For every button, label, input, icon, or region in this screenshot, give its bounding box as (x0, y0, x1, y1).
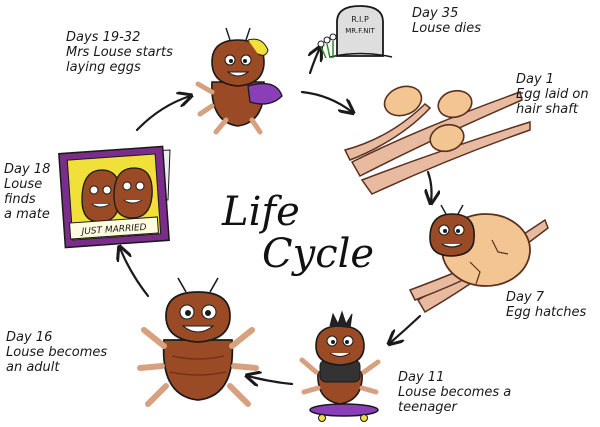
stage-text: Louse (4, 177, 43, 192)
stage-day: Day 1 (516, 72, 555, 87)
stage-day: Day 7 (506, 290, 545, 305)
arrow-mother-to-death-icon (310, 48, 320, 75)
stage-text: hair shaft (516, 102, 578, 117)
stage-text: Egg hatches (506, 305, 587, 320)
photo-banner: JUST MARRIED (79, 223, 147, 238)
gravestone-icon: R.I.P MR.F.NIT (317, 5, 393, 59)
stage-label-day-18: Day 18 Louse finds a mate (4, 162, 50, 222)
married-couple-photo-icon: JUST MARRIED (58, 145, 171, 249)
arrow-egg-to-hatch-icon (428, 170, 432, 202)
stage-day: Day 35 (412, 6, 459, 21)
stage-text: laying eggs (66, 60, 141, 75)
stage-text: Egg laid on (516, 87, 589, 102)
gravestone-line1: R.I.P (351, 15, 369, 24)
stage-label-day-7: Day 7 Egg hatches (506, 290, 586, 320)
diagram-title-line1: Life (222, 189, 300, 235)
diagram-title-line2: Cycle (262, 231, 375, 277)
stage-text: finds (4, 192, 36, 207)
stage-day: Day 16 (6, 330, 53, 345)
stage-text: Louse dies (412, 21, 481, 36)
stage-day: Days 19-32 (66, 30, 141, 45)
stage-label-days-19-32: Days 19-32 Mrs Louse starts laying eggs (66, 30, 173, 75)
arrow-mate-to-mother-icon (135, 96, 190, 132)
adult-louse-icon (137, 277, 259, 407)
stage-text: an adult (6, 360, 60, 375)
stage-text: a mate (4, 207, 50, 222)
arrow-teen-to-adult-icon (248, 376, 294, 384)
stage-label-day-16: Day 16 Louse becomes an adult (6, 330, 107, 375)
stage-day: Day 11 (398, 370, 445, 385)
mother-louse-icon (195, 27, 283, 135)
gravestone-line2: MR.F.NIT (345, 27, 375, 35)
stage-text: Mrs Louse starts (66, 45, 173, 60)
stage-day: Day 18 (4, 162, 51, 177)
stage-text: teenager (398, 400, 457, 415)
stage-label-day-1: Day 1 Egg laid on hair shaft (516, 72, 589, 117)
stage-label-day-35: Day 35 Louse dies (412, 6, 481, 36)
stage-text: Louse becomes (6, 345, 108, 360)
teenage-louse-icon (299, 310, 381, 422)
cycle-arrows (120, 48, 432, 384)
hatching-louse-icon (408, 204, 549, 314)
arrow-hatch-to-teen-icon (390, 314, 422, 343)
arrow-death-to-egg-icon (300, 90, 352, 112)
egg-cluster-icon (343, 85, 531, 195)
arrow-adult-to-mate-icon (120, 248, 150, 298)
stage-text: Louse becomes a (398, 385, 512, 400)
stage-label-day-11: Day 11 Louse becomes a teenager (398, 370, 511, 415)
